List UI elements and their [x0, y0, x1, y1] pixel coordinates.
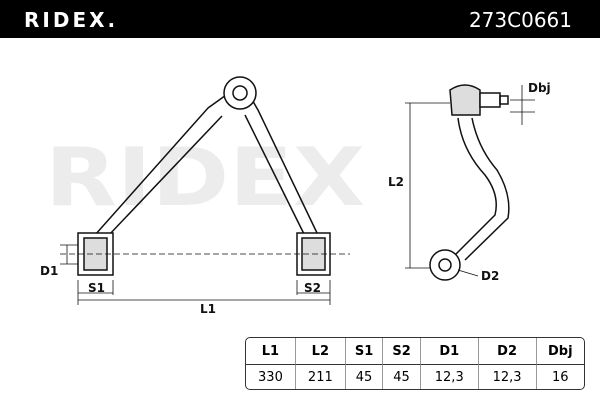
control-arm-front-view: [60, 76, 350, 276]
spec-value-row: 330 211 45 45 12,3 12,3 16: [246, 365, 584, 389]
spec-header: S2: [383, 338, 421, 365]
spec-value: 45: [383, 365, 421, 389]
control-arm-side-view: [429, 84, 510, 281]
spec-value: 12,3: [421, 365, 479, 389]
spec-header: S1: [345, 338, 384, 365]
spec-value: 12,3: [479, 365, 537, 389]
brand-logo: RIDEX.: [24, 8, 119, 32]
watermark: RIDEX: [45, 131, 365, 224]
dimension-lines-side: [405, 85, 535, 277]
spec-header: D1: [420, 338, 479, 365]
spec-header: Dbj: [536, 338, 584, 365]
label-s1: S1: [88, 281, 105, 295]
spec-header: L1: [246, 338, 296, 365]
technical-drawing: RIDEX D1 S1 S2 L1 L2 Dbj: [40, 76, 551, 316]
spec-table: L1 L2 S1 S2 D1 D2 Dbj 330 211 45 45 12,3…: [245, 337, 585, 390]
header-bar: RIDEX. 273C0661: [0, 0, 600, 38]
spec-value: 211: [296, 365, 346, 389]
spec-value: 330: [246, 365, 296, 389]
part-number: 273C0661: [468, 8, 572, 32]
label-l1: L1: [200, 302, 216, 316]
dimension-lines-front: [60, 244, 331, 305]
label-dbj: Dbj: [528, 81, 551, 95]
label-s2: S2: [304, 281, 321, 295]
spec-header-row: L1 L2 S1 S2 D1 D2 Dbj: [246, 338, 584, 365]
label-l2: L2: [388, 175, 404, 189]
label-d2: D2: [481, 269, 499, 283]
spec-header: D2: [478, 338, 537, 365]
spec-header: L2: [295, 338, 346, 365]
spec-value: 16: [551, 369, 569, 385]
label-d1: D1: [40, 264, 58, 278]
spec-value: 45: [346, 365, 384, 389]
